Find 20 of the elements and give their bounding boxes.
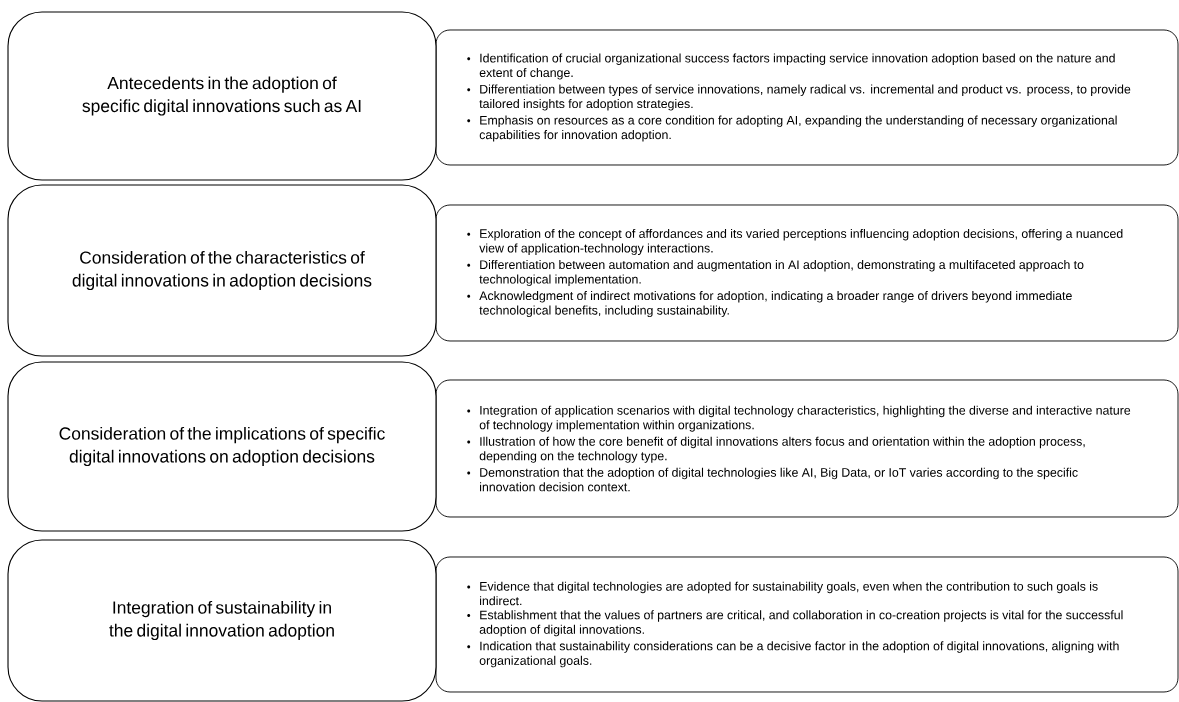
bullet-item: Acknowledgment of indirect motivations for adoption, indicating a broader range of drivers beyond immediate technological benefits, including sustainability. — [467, 291, 1072, 318]
bullet-item: Differentiation between automation and augmentation in AI adoption, demonstrating a multifaceted approach to technological implementation. — [467, 259, 1084, 286]
bullet-item: Differentiation between types of service innovations, namely radical vs. incremental and product vs. process, to provide tailored insights for adoption strategies. — [467, 84, 1131, 111]
findings-box — [435, 29, 1179, 166]
findings-box — [435, 204, 1179, 342]
findings-box — [435, 379, 1179, 518]
bullet-item: Exploration of the concept of affordances and its varied perceptions influencing adoption decisions, offering a nuanced view of application-technology interactions. — [467, 228, 1123, 255]
bullet-item: Identification of crucial organizational success factors impacting service innovation adoption based on the nature and extent of change. — [467, 53, 1115, 80]
topic-box: Antecedents in the adoption of specific digital innovations such as AI — [7, 11, 437, 181]
topic-box: Consideration of the characteristics of digital innovations in adoption decisions — [7, 184, 437, 357]
bullet-item: Integration of application scenarios with digital technology characteristics, highlighting the diverse and interactive nature of technology implementation within organizations. — [467, 405, 1131, 432]
bullet-item: Illustration of how the core benefit of digital innovations alters focus and orientation within the adoption process, depending on the technology type. — [467, 436, 1085, 463]
bullet-item: Establishment that the values of partners are critical, and collaboration in co-creation projects is vital for the successful adoption of digital innovations. — [467, 610, 1123, 637]
bullet-item: Evidence that digital technologies are adopted for sustainability goals, even when the contribution to such goals is indirect. — [467, 581, 1098, 606]
bullet-item: Demonstration that the adoption of digital technologies like AI, Big Data, or IoT varies according to the specific innovation decision context. — [467, 467, 1078, 492]
topic-box: Consideration of the implications of specific digital innovations on adoption decisions — [7, 361, 437, 532]
findings-box — [435, 556, 1179, 693]
bullet-item: Indication that sustainability considerations can be a decisive factor in the adoption of digital innovations, aligning with organizational goals. — [467, 641, 1119, 668]
bullet-item: Emphasis on resources as a core condition for adopting AI, expanding the understanding of necessary organizational capabilities for innovation adoption. — [467, 115, 1117, 142]
topic-box: Integration of sustainability in the digital innovation adoption — [7, 539, 437, 702]
